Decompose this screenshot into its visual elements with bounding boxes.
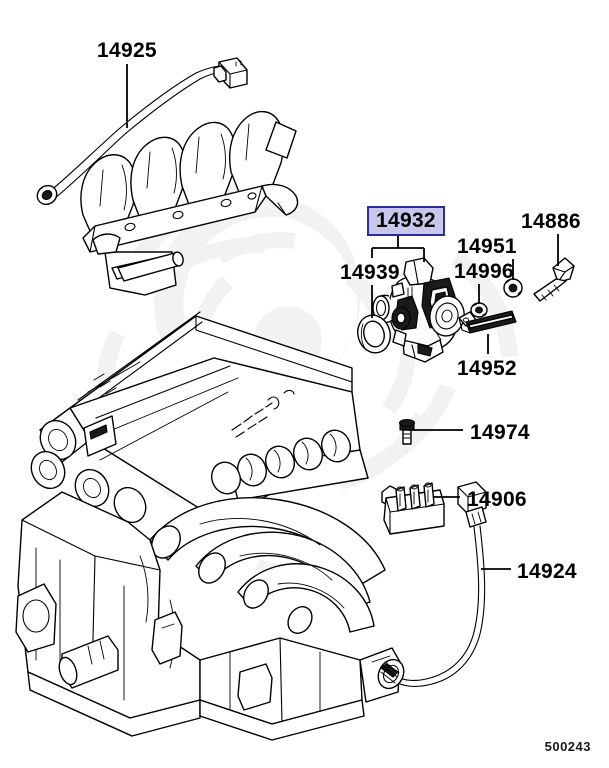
part-label-14906[interactable]: 14906 <box>467 488 527 511</box>
part-14886-bolt <box>533 257 575 302</box>
diagram-id-code: 500243 <box>544 739 591 754</box>
part-14932-throttle-body <box>372 257 465 363</box>
part-14974-stud-bolt <box>398 418 416 445</box>
part-14925-oxygen-sensor-harness <box>36 57 248 206</box>
part-label-14951[interactable]: 14951 <box>457 235 517 258</box>
part-label-14886[interactable]: 14886 <box>521 210 581 233</box>
part-label-14939[interactable]: 14939 <box>340 261 400 284</box>
leader-lines <box>126 64 559 570</box>
part-label-14952[interactable]: 14952 <box>457 357 517 380</box>
part-14939-o-ring <box>357 314 391 354</box>
part-14996-grommet <box>470 302 488 318</box>
engine-block-assembly <box>15 311 401 741</box>
part-label-14974[interactable]: 14974 <box>470 421 530 444</box>
intake-manifold-assembly <box>80 111 299 296</box>
part-label-14925[interactable]: 14925 <box>97 39 157 62</box>
part-label-14932-highlighted[interactable]: 14932 <box>367 206 445 236</box>
part-label-14924[interactable]: 14924 <box>517 560 577 583</box>
part-14906-clamp-bracket <box>381 482 445 535</box>
part-14924-sensor-harness <box>377 481 487 690</box>
part-14952-stay-bracket <box>458 310 517 334</box>
part-label-14996[interactable]: 14996 <box>454 260 514 283</box>
